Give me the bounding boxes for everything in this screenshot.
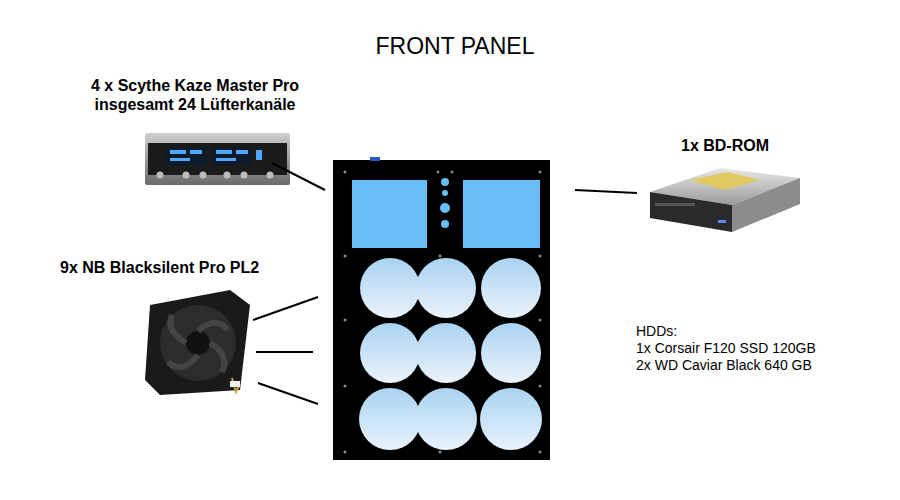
diagram-title: FRONT PANEL [255, 33, 655, 61]
part-label: 9x NB Blacksilent Pro PL2 [60, 258, 360, 277]
note-text: HDDs: [636, 323, 876, 340]
part-label: 4 x Scythe Kaze Master Pro insgesamt 24 … [70, 76, 320, 114]
case-fan [145, 290, 250, 395]
fan-controller [145, 133, 290, 185]
note-text: 1x Corsair F120 SSD 120GB [636, 340, 876, 357]
leader-lines [253, 163, 637, 404]
front-panel [333, 157, 550, 460]
optical-drive [650, 168, 800, 232]
part-label: 1x BD-ROM [625, 136, 825, 155]
note-text: 2x WD Caviar Black 640 GB [636, 357, 876, 374]
